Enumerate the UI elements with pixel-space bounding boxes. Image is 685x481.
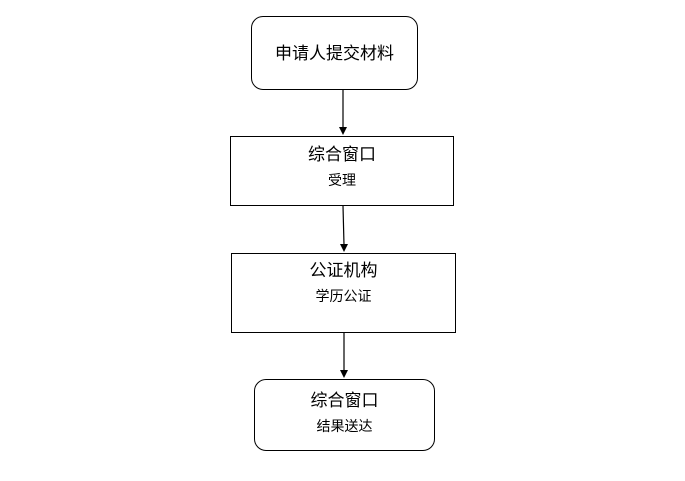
flow-node-window-deliver: 综合窗口 结果送达 [254,379,435,451]
node-title: 综合窗口 [308,145,376,165]
arrow-1-to-2 [339,90,347,135]
node-title: 公证机构 [309,261,378,281]
node-subtitle: 结果送达 [316,419,373,435]
arrow-3-to-4 [340,333,348,378]
arrow-2-to-3 [340,205,348,252]
node-subtitle: 学历公证 [315,289,372,305]
flow-node-notary-office: 公证机构 学历公证 [231,253,456,333]
node-title: 综合窗口 [310,391,379,411]
node-subtitle: 受理 [328,173,356,189]
flow-node-submit-materials: 申请人提交材料 [251,16,418,90]
node-title: 申请人提交材料 [275,44,394,64]
flow-node-window-accept: 综合窗口 受理 [230,136,454,206]
